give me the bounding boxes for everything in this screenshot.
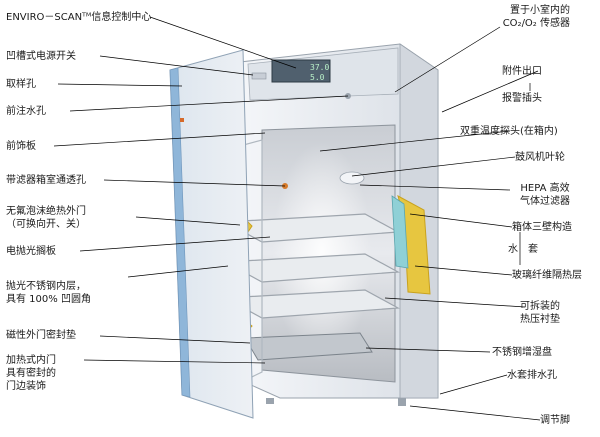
label-co2-sensor: 置于小室内的 CO₂/O₂ 传感器 [502,5,570,29]
shelves [222,213,401,319]
label-blower-wheel: 鼓风机叶轮 [515,152,565,163]
door-logo-mark [180,118,184,122]
label-water: 水 [508,244,518,255]
label-outer-door: 无氟泡沫绝热外门 （可换向开、关） [6,206,86,230]
inner-chamber [222,124,401,383]
label-accessory-port: 附件出口 [502,66,542,77]
label-removable-gasket: 可拆装的 热压衬垫 [520,301,560,325]
label-humidity-pan: 不锈钢增湿盘 [492,347,552,358]
label-sample-port: 取样孔 [6,79,36,90]
label-enviro-scan: ENVIRO－SCANᵀᴹ信息控制中心 [6,12,152,23]
label-inner-chamber: 抛光不锈钢内层， 具有 100% 凹圆角 [6,281,91,305]
outer-door [169,49,254,419]
label-alarm-jack: 报警插头 [502,93,542,104]
label-heated-inner-door: 加热式内门 具有密封的 门边装饰 [6,355,56,392]
display-lower-reading: 5.0 [310,73,325,82]
label-jacket: 套 [528,244,538,255]
leader-lines [53,16,541,421]
label-triple-wall: 箱体三壁构造 [512,222,572,233]
power-switch[interactable] [251,72,267,80]
leveling-feet [266,398,406,406]
display-upper-reading: 37.0 [310,63,329,72]
label-front-fill-port: 前注水孔 [6,106,46,117]
label-leveling-feet: 调节脚 [540,415,570,426]
label-outer-gasket: 磁性外门密封垫 [6,330,76,341]
label-polished-shelf: 电抛光搁板 [6,246,56,257]
label-recessed-power-switch: 凹槽式电源开关 [6,51,76,62]
label-jacket-drain: 水套排水孔 [507,370,557,381]
blower-wheel [339,171,365,185]
label-dual-temp-probe: 双重温度探头(在箱内) [460,126,558,137]
control-display [271,59,331,83]
label-hepa-filter: HEPA 高效 气体过滤器 [520,183,570,207]
label-fiberglass: 玻璃纤维隔热层 [512,270,582,281]
label-front-panel: 前饰板 [6,141,36,152]
humidity-pan [244,332,373,361]
label-filtered-vent: 带滤器箱室通透孔 [6,175,86,186]
